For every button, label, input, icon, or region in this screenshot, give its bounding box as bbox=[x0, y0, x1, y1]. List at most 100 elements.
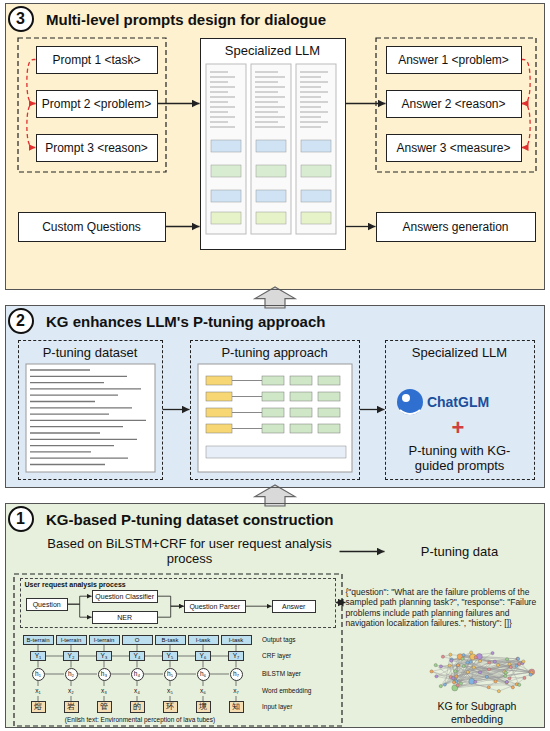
dataset-line bbox=[30, 464, 105, 465]
panel-fill bbox=[5, 305, 545, 488]
kg-node bbox=[455, 675, 458, 678]
label-text: + bbox=[448, 417, 468, 439]
llm-block bbox=[290, 424, 312, 433]
thumb-bar bbox=[301, 140, 331, 152]
thumb-bar bbox=[256, 140, 286, 152]
kg-node bbox=[443, 683, 446, 686]
node-text: KG enhances LLM's P-tuning approach bbox=[46, 313, 325, 330]
thumb-line bbox=[210, 97, 235, 98]
section-panel: KG-based P-tuning dataset construction1B… bbox=[5, 503, 545, 728]
node-text: Question bbox=[33, 601, 61, 608]
dataset-line bbox=[30, 458, 128, 459]
node-text: 3 bbox=[16, 11, 25, 27]
llm-block bbox=[262, 376, 284, 385]
label-text: (Enlish text: Environmental perception o… bbox=[15, 716, 265, 725]
approach-link bbox=[232, 396, 262, 397]
kg-node bbox=[466, 661, 469, 664]
kg-node bbox=[518, 683, 521, 686]
connector bbox=[158, 103, 200, 104]
layer-link bbox=[38, 681, 39, 687]
kg-node bbox=[441, 655, 444, 658]
kg-edge bbox=[499, 684, 517, 691]
thumb-line bbox=[210, 87, 235, 88]
crf-link bbox=[46, 656, 63, 657]
label-text: x₄ bbox=[131, 686, 143, 696]
kg-node bbox=[497, 690, 500, 693]
dataset-line bbox=[30, 439, 137, 440]
kg-node bbox=[493, 660, 496, 663]
approach-link bbox=[232, 412, 262, 413]
kg-edge bbox=[507, 675, 531, 682]
kg-node bbox=[523, 676, 526, 679]
thumb-line bbox=[300, 107, 321, 108]
kg-edge bbox=[436, 665, 457, 681]
label-text: h₁ bbox=[32, 668, 45, 681]
label-text: Y₆ bbox=[195, 651, 211, 661]
flow-box: Question Parser bbox=[184, 600, 246, 613]
logo-mark bbox=[397, 389, 423, 415]
connector bbox=[68, 596, 92, 604]
dataset-line bbox=[30, 401, 95, 402]
thumb-bar bbox=[256, 165, 286, 177]
llm-block bbox=[318, 376, 340, 385]
label-text: h₆ bbox=[197, 668, 210, 681]
crf-link bbox=[112, 656, 129, 657]
dataset-line bbox=[30, 445, 114, 446]
label-text: Word embedding bbox=[262, 686, 340, 696]
process-box: Custom Questions bbox=[18, 212, 166, 242]
label-text: Input layer bbox=[262, 702, 340, 712]
thumb-line bbox=[255, 112, 278, 113]
kg-node bbox=[450, 659, 453, 662]
kg-node bbox=[509, 665, 512, 668]
process-box: Prompt 1 <task> bbox=[36, 46, 158, 74]
lstm-link bbox=[177, 674, 196, 675]
label-text: Y₄ bbox=[129, 651, 145, 661]
node-text: 1 bbox=[16, 511, 25, 527]
process-box: Answer 3 <measure> bbox=[386, 134, 522, 162]
label-text: 环 bbox=[163, 701, 178, 713]
kg-node bbox=[448, 664, 451, 667]
thumb-line bbox=[300, 87, 321, 88]
thumb-line bbox=[255, 72, 278, 73]
label-text: Y₇ bbox=[228, 651, 244, 661]
kg-edge bbox=[441, 672, 468, 686]
prefix-block bbox=[206, 408, 232, 417]
thumb-line bbox=[255, 117, 285, 118]
dashed-box: P-tuning approach bbox=[190, 340, 360, 480]
dataset-line bbox=[30, 395, 118, 396]
process-box: Answer 2 <reason> bbox=[386, 90, 522, 118]
label-text: BiLSTM layer bbox=[262, 669, 340, 679]
kg-node bbox=[508, 663, 511, 666]
kg-node bbox=[504, 671, 507, 674]
approach-link bbox=[232, 380, 262, 381]
kg-edge bbox=[464, 666, 532, 672]
kg-edge bbox=[453, 665, 457, 678]
node-text: Answer bbox=[282, 603, 305, 610]
layer-link bbox=[104, 681, 105, 687]
thumb-bar bbox=[301, 190, 331, 202]
label-text: h₄ bbox=[131, 668, 144, 681]
label-text: x₆ bbox=[197, 686, 209, 696]
llm-block bbox=[318, 392, 340, 401]
label-text: x₅ bbox=[164, 686, 176, 696]
label-text: I-task bbox=[188, 635, 219, 645]
kg-node bbox=[439, 665, 442, 668]
dataset-line bbox=[30, 388, 141, 389]
thumb-bar bbox=[256, 212, 286, 224]
group-outline bbox=[18, 38, 166, 172]
label-text: Y₅ bbox=[162, 651, 178, 661]
label-text: 岩 bbox=[64, 701, 79, 713]
node-text: P-tuning approach bbox=[221, 345, 327, 360]
lstm-link bbox=[210, 674, 229, 675]
kg-node bbox=[459, 682, 462, 685]
text-node: Based on BiLSTM+CRF for user request ana… bbox=[40, 533, 340, 569]
dataset-line bbox=[30, 413, 109, 414]
node-text: Answer 3 <measure> bbox=[396, 141, 510, 155]
thumb-line bbox=[255, 82, 278, 83]
thumb-line bbox=[255, 77, 285, 78]
label-text: Y₃ bbox=[96, 651, 112, 661]
embed-bar bbox=[206, 446, 346, 458]
thumb-line bbox=[255, 92, 278, 93]
panel-fill bbox=[5, 3, 545, 290]
layer-link bbox=[104, 661, 105, 668]
